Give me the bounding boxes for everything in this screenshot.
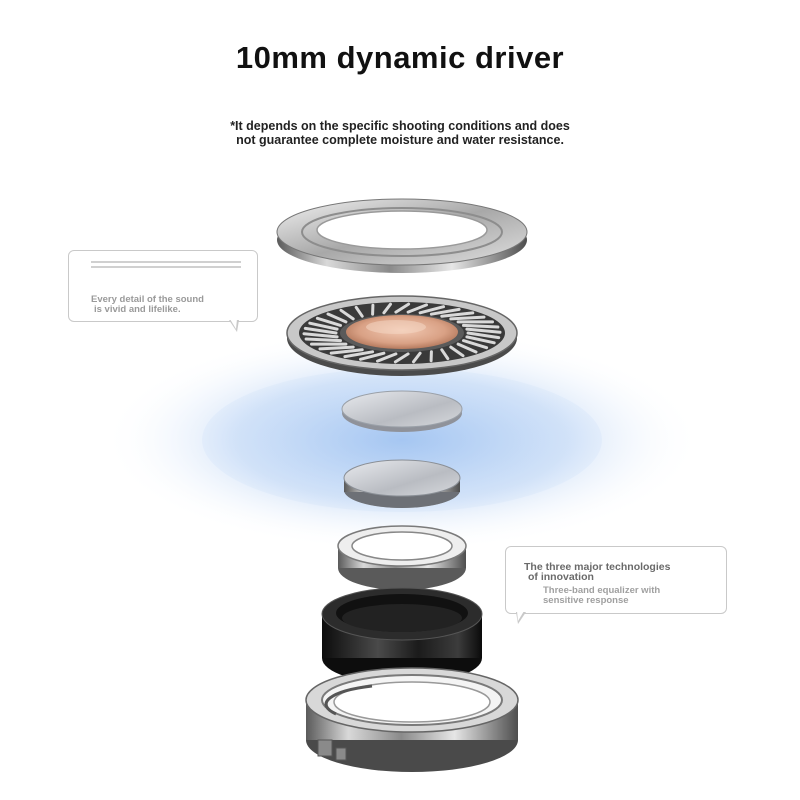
vent-slot — [466, 331, 501, 340]
bottom-frame — [305, 667, 519, 772]
disclaimer-line-1: *It depends on the specific shooting con… — [230, 119, 570, 133]
callout-bubble-left: Every detail of the sound is vivid and l… — [68, 250, 258, 332]
vent-slot — [318, 345, 355, 351]
vent-slot — [315, 316, 342, 327]
vent-slot — [354, 305, 364, 318]
callout-right-subtext: Three-band equalizer with sensitive resp… — [543, 586, 660, 606]
vent-slot — [329, 348, 364, 355]
vent-slot — [449, 315, 486, 321]
callout-left-line-1: Every detail of the sound — [91, 294, 204, 305]
vent-slot — [343, 350, 375, 359]
vent-slot — [429, 307, 461, 316]
vent-slot — [418, 305, 445, 315]
magnet-cylinder — [343, 459, 461, 508]
callout-right-tail — [516, 611, 526, 624]
fine-print-lines — [91, 261, 241, 269]
callout-right-sub-line-2: sensitive response — [543, 595, 629, 606]
vent-slot — [449, 345, 465, 358]
callout-right-heading-line-1: The three major technologies — [524, 561, 671, 573]
vent-slot — [393, 352, 410, 364]
callout-bubble-right: The three major technologies of innovati… — [505, 546, 727, 624]
callout-right-sub-line-1: Three-band equalizer with — [543, 585, 661, 596]
vent-slot — [359, 351, 386, 361]
vent-slot — [462, 339, 489, 350]
top-metal-ring — [276, 198, 528, 273]
page-title: 10mm dynamic driver — [235, 40, 565, 75]
vent-slot — [465, 335, 496, 345]
vent-slot — [302, 332, 339, 339]
glow-inner — [202, 368, 602, 512]
vent-slot — [456, 342, 478, 354]
vent-slot — [326, 312, 348, 324]
disclaimer-line-2: not guarantee complete moisture and wate… — [236, 133, 564, 147]
vent-slot — [382, 302, 392, 315]
vent-slot — [376, 352, 398, 363]
vent-slot — [339, 308, 355, 321]
vent-slot — [462, 323, 500, 329]
vent-slot — [440, 348, 450, 361]
silver-plate-disc — [341, 390, 463, 432]
callout-left-text: Every detail of the sound is vivid and l… — [91, 295, 204, 315]
callout-left-tail — [229, 319, 239, 332]
vent-slot — [394, 302, 411, 314]
vent-slot — [440, 311, 475, 318]
vent-slot — [304, 337, 342, 343]
vent-slot — [465, 327, 502, 334]
vent-slot — [406, 303, 428, 314]
vent-slot — [412, 351, 422, 364]
callout-right-heading-line-2: of innovation — [528, 571, 594, 583]
callout-left-line-2: is vivid and lifelike. — [94, 304, 181, 315]
steel-ring — [337, 525, 467, 590]
vent-slot — [303, 326, 338, 335]
disclaimer-note: *It depends on the specific shooting con… — [140, 119, 660, 147]
diaphragm-with-copper-dome — [286, 295, 518, 376]
vent-slot — [308, 321, 339, 331]
callout-right-heading: The three major technologies of innovati… — [524, 561, 671, 583]
